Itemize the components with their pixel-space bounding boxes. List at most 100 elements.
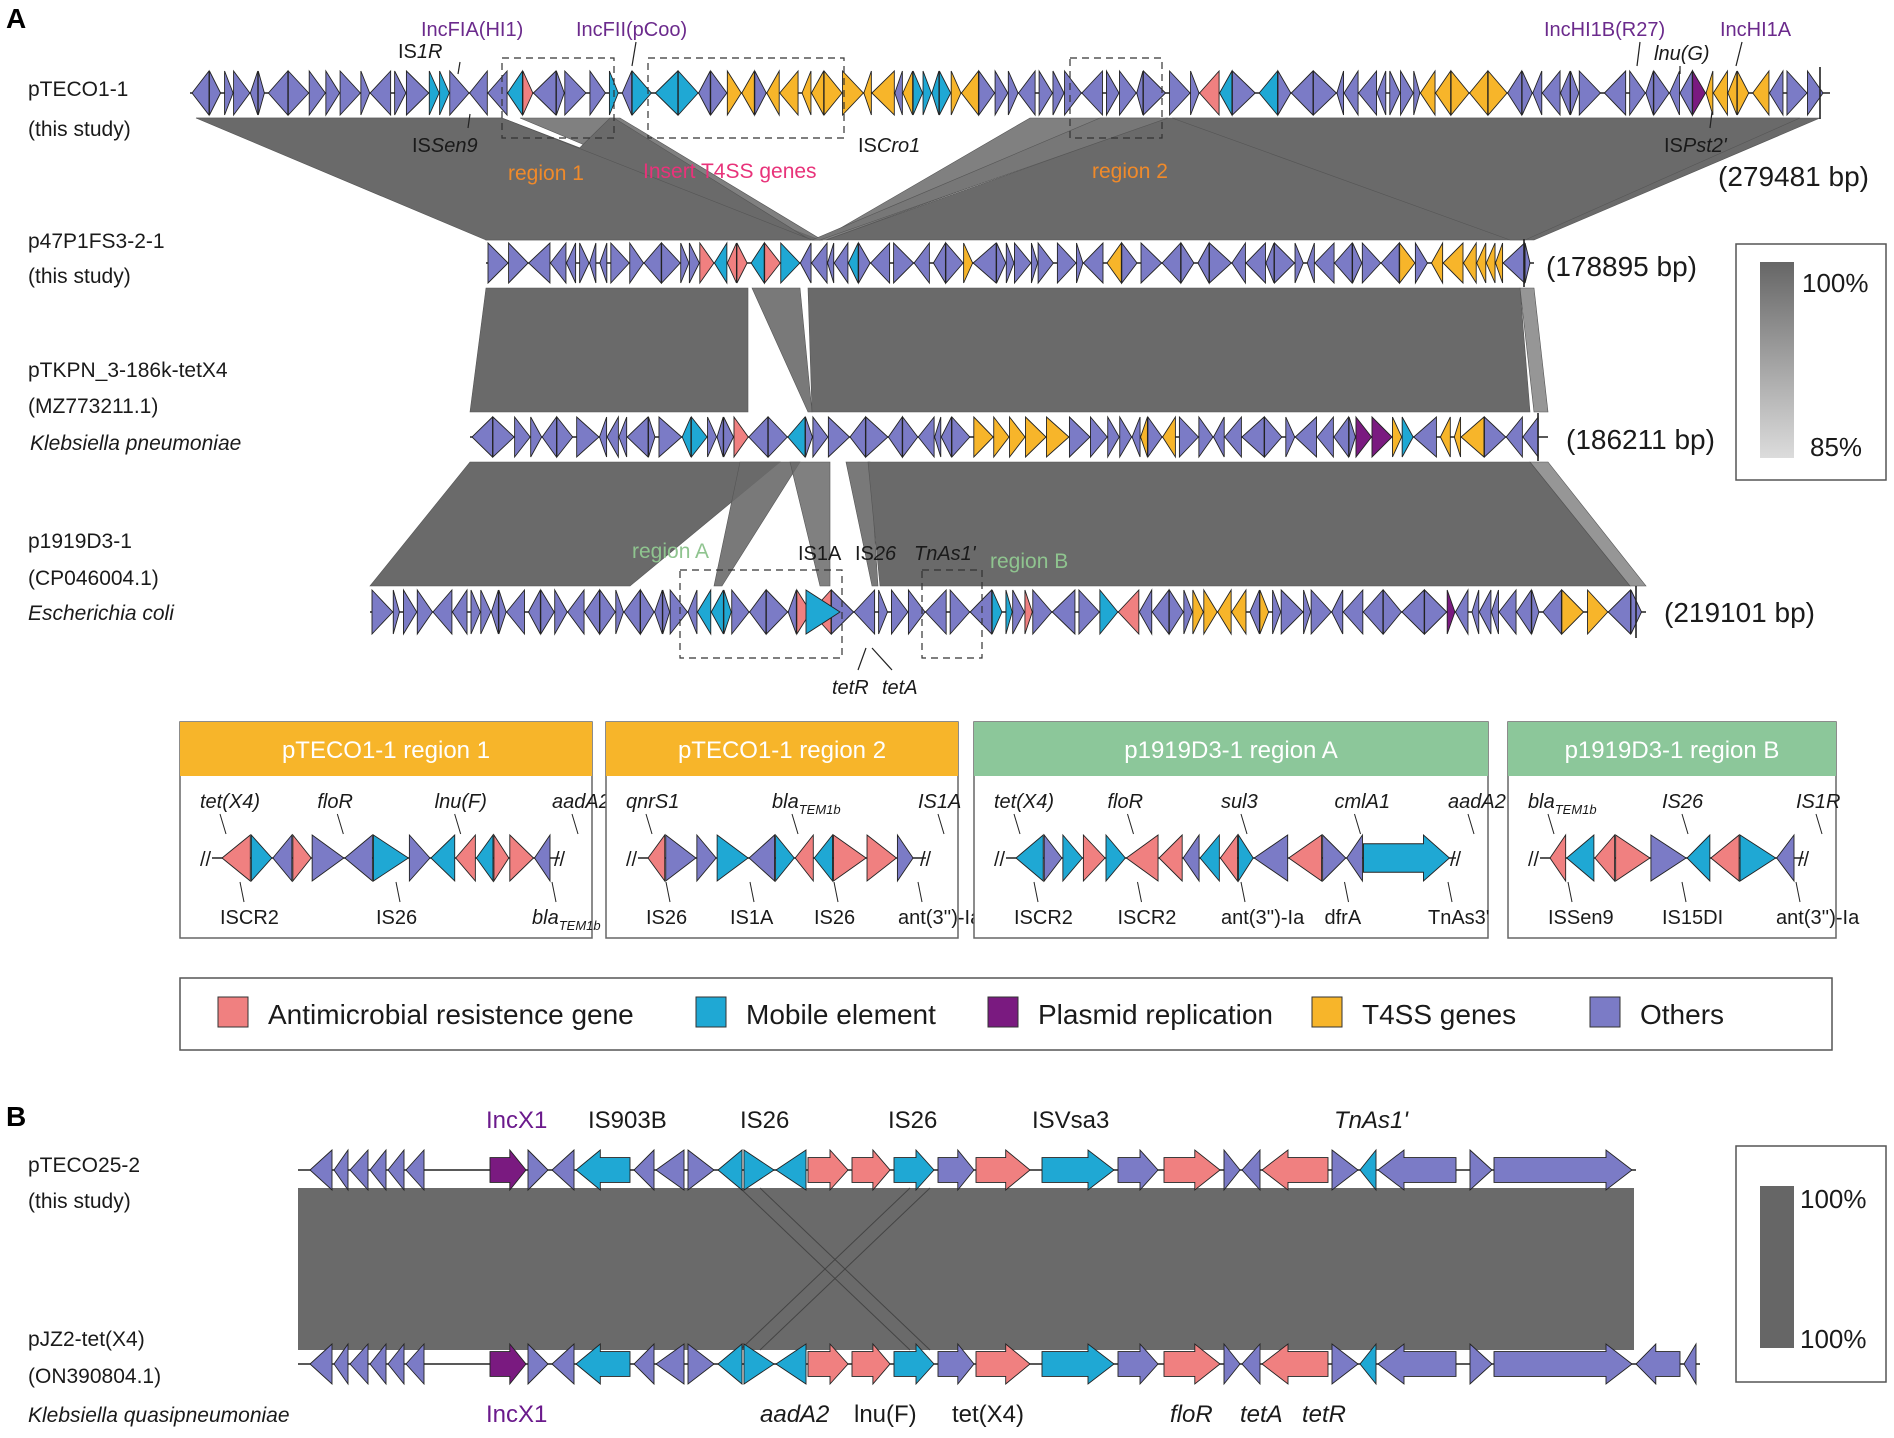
gene-arrow — [1078, 588, 1100, 636]
gene-arrow — [902, 70, 914, 116]
gene-arrow — [1478, 589, 1492, 635]
gene-arrow — [688, 242, 700, 284]
gene-arrow — [1389, 70, 1401, 116]
inset-header — [180, 722, 592, 776]
leader-line — [833, 881, 839, 903]
gene-arrow — [224, 70, 234, 116]
gene-arrow — [1493, 1149, 1633, 1191]
gene-arrow — [723, 416, 734, 458]
gene-arrow — [812, 415, 829, 459]
gene-arrow — [1140, 416, 1148, 458]
gene-arrow — [749, 588, 767, 636]
gene-arrow — [1117, 1148, 1159, 1192]
gene-arrow — [489, 1148, 527, 1192]
gene-arrow — [1105, 833, 1126, 883]
inset-gene-label: TnAs3' — [1428, 907, 1490, 929]
track-b-top-labels: IncX1 IS903B IS26 IS26 ISVsa3 TnAs1' — [486, 1107, 1409, 1134]
gene-arrow — [1197, 241, 1210, 285]
gene-arrow — [842, 69, 864, 117]
homology-bands-b — [298, 1187, 1634, 1351]
inset-gene-label: floR — [317, 791, 353, 813]
gene-arrow — [973, 415, 994, 459]
gene-arrow — [1203, 588, 1218, 636]
gene-arrow — [394, 70, 407, 116]
gene-arrow — [1241, 1148, 1261, 1192]
gene-arrow — [1493, 1343, 1633, 1385]
gene-arrow — [687, 1343, 715, 1385]
gene-arrow — [1355, 415, 1373, 459]
subscript: TEM1b — [799, 802, 841, 817]
gene-arrow — [716, 834, 749, 882]
leader-line — [1681, 813, 1689, 835]
gene-arrow — [1498, 588, 1517, 636]
plasmid-accession: (ON390804.1) — [28, 1365, 161, 1388]
gene-arrow — [1119, 69, 1137, 117]
gene-arrow — [1807, 69, 1824, 117]
gene-arrow — [858, 241, 871, 285]
gene-arrow — [907, 588, 926, 636]
inset-gene-label: IS1A — [730, 907, 774, 929]
gene-arrow — [648, 416, 656, 458]
gene-arrow — [1531, 589, 1540, 635]
gene-arrow — [369, 69, 392, 117]
gene-arrow — [893, 1148, 935, 1192]
gene-arrow — [1062, 833, 1083, 883]
leader-line — [749, 881, 755, 903]
gene-arrow — [1015, 834, 1044, 882]
gene-arrow — [541, 415, 557, 459]
gene-arrow — [1336, 70, 1345, 116]
gene-arrow — [1495, 242, 1504, 284]
gene-arrow — [344, 834, 373, 882]
gene-arrow — [1037, 241, 1054, 285]
gene-arrow — [1712, 69, 1728, 117]
inset-gene-label: tet(X4) — [994, 791, 1054, 813]
gene-arrow — [1363, 834, 1451, 882]
leader-line — [1240, 881, 1246, 903]
gene-arrow — [1490, 589, 1499, 635]
gene-arrow — [1650, 834, 1687, 882]
gene-arrow — [1119, 415, 1133, 459]
gene-arrow — [1138, 588, 1153, 636]
gene-arrow — [333, 1342, 349, 1386]
gene-arrow — [1223, 1342, 1241, 1386]
gene-arrow — [1224, 415, 1242, 459]
gene-arrow — [527, 589, 541, 635]
gene-arrow — [1219, 69, 1233, 117]
gene-arrow — [922, 70, 932, 116]
tnas1-label: TnAs1' — [914, 543, 977, 565]
gene-arrow — [717, 1343, 743, 1385]
gene-arrow — [360, 70, 371, 116]
plasmid-species: Klebsiella pneumoniae — [30, 432, 241, 455]
teta-label: tetA — [1240, 1401, 1283, 1428]
inset-title: p1919D3-1 region B — [1565, 737, 1780, 764]
gene-arrow — [564, 69, 587, 117]
gene-arrow — [1217, 588, 1232, 636]
gene-arrow — [432, 588, 453, 636]
gene-arrow — [1081, 69, 1103, 117]
leader-line — [1013, 813, 1021, 835]
gene-arrow — [1261, 1149, 1329, 1191]
gene-arrow — [913, 241, 930, 285]
gene-arrow — [471, 415, 493, 459]
gene-arrow — [1331, 1343, 1359, 1385]
gene-arrow — [1516, 588, 1532, 636]
gene-arrow — [1471, 589, 1480, 635]
gene-arrow — [387, 1148, 405, 1192]
gene-arrow — [807, 1342, 849, 1386]
gene-arrow — [1434, 69, 1452, 117]
gene-arrow — [748, 415, 769, 459]
scale-max: 100% — [1800, 1184, 1867, 1214]
lnuf-label: lnu(F) — [854, 1401, 917, 1428]
inset-gene-label: ISSen9 — [1548, 907, 1614, 929]
gene-arrow — [661, 241, 681, 285]
gene-arrow — [1258, 69, 1278, 117]
inset-gene-label: ISCR2 — [1118, 907, 1177, 929]
gene-arrow — [870, 241, 891, 285]
gene-arrow — [801, 70, 812, 116]
gene-arrow — [1253, 834, 1289, 882]
gene-arrow — [527, 1342, 549, 1386]
leader-line — [937, 813, 945, 835]
gene-arrow — [532, 69, 557, 117]
